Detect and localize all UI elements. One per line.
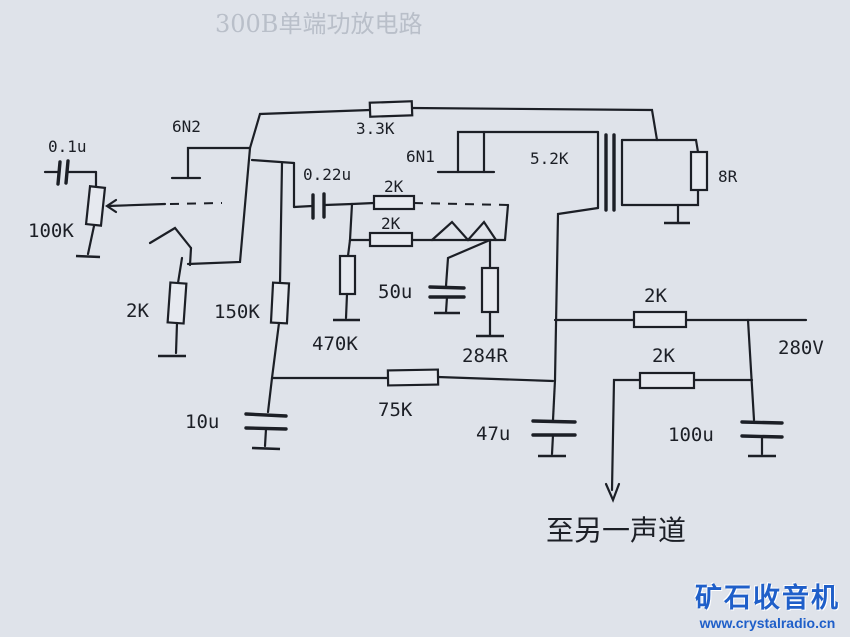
tube-6n1-symbol [436, 130, 600, 174]
note-other-channel: 至另一声道 [546, 514, 686, 547]
label-series-resistor: 75K [378, 399, 413, 421]
feedback-resistor-b [348, 202, 507, 248]
label-input-cap: 0.1u [48, 137, 87, 156]
label-plate-resistor: 5.2K [530, 149, 569, 168]
label-grid-resistor: 470K [312, 333, 358, 355]
label-feedback-a: 2K [384, 177, 404, 196]
cathode-capacitor-50u [428, 238, 492, 315]
cathode-resistor-284r [476, 238, 504, 338]
label-cathode-capacitor: 50u [378, 281, 412, 303]
label-resistor-3-3k: 3.3K [356, 119, 395, 138]
filter-capacitor-47u [531, 378, 577, 458]
label-cathode-resistor-input: 2K [126, 300, 149, 322]
tube-6n2-symbol [148, 146, 252, 267]
series-resistor-75k [270, 368, 555, 387]
label-bias-capacitor: 10u [185, 411, 219, 433]
bias-resistor-150k [269, 161, 291, 380]
output-transformer [553, 130, 700, 382]
coupling-capacitor [292, 161, 354, 220]
label-feedback-b: 2K [381, 214, 401, 233]
feedback-resistor-a [350, 194, 510, 242]
label-tube-6n2: 6N2 [172, 117, 201, 136]
label-tube-6n1: 6N1 [406, 147, 435, 166]
plate-feed-wire [186, 146, 252, 266]
supply-resistor-b [604, 318, 756, 503]
label-supply-resistor-b: 2K [652, 345, 675, 367]
plate-to-coupling-wire [250, 158, 296, 165]
grid-resistor-470k [333, 238, 360, 322]
cathode-resistor-input [158, 256, 188, 358]
label-supply-voltage: 280V [778, 337, 824, 359]
label-load-resistor: 8R [718, 167, 738, 186]
resistor-3-3k [248, 100, 659, 150]
label-coupling-capacitor: 0.22u [303, 165, 351, 184]
watermark-url: www.crystalradio.cn [699, 615, 836, 631]
label-filter-capacitor-a: 47u [476, 423, 510, 445]
load-resistor-8r [689, 150, 709, 192]
label-bias-resistor: 150K [214, 301, 260, 323]
supply-resistor-a [553, 310, 808, 329]
ground-symbol [75, 254, 101, 259]
wiper-dash [169, 202, 223, 205]
bias-capacitor-10u [244, 376, 288, 451]
filter-capacitor-100u [740, 420, 784, 458]
label-cathode-resistor: 284R [462, 345, 508, 367]
input-capacitor [43, 159, 98, 186]
label-supply-resistor-a: 2K [644, 285, 667, 307]
watermark-title: 矿石收音机 [695, 583, 840, 614]
label-filter-capacitor-b: 100u [668, 424, 714, 446]
volume-potentiometer [84, 170, 167, 256]
faded-header: 300B单端功放电路 [215, 10, 422, 38]
site-watermark: 矿石收音机 www.crystalradio.cn [695, 576, 840, 631]
label-volume-pot: 100K [28, 220, 74, 242]
